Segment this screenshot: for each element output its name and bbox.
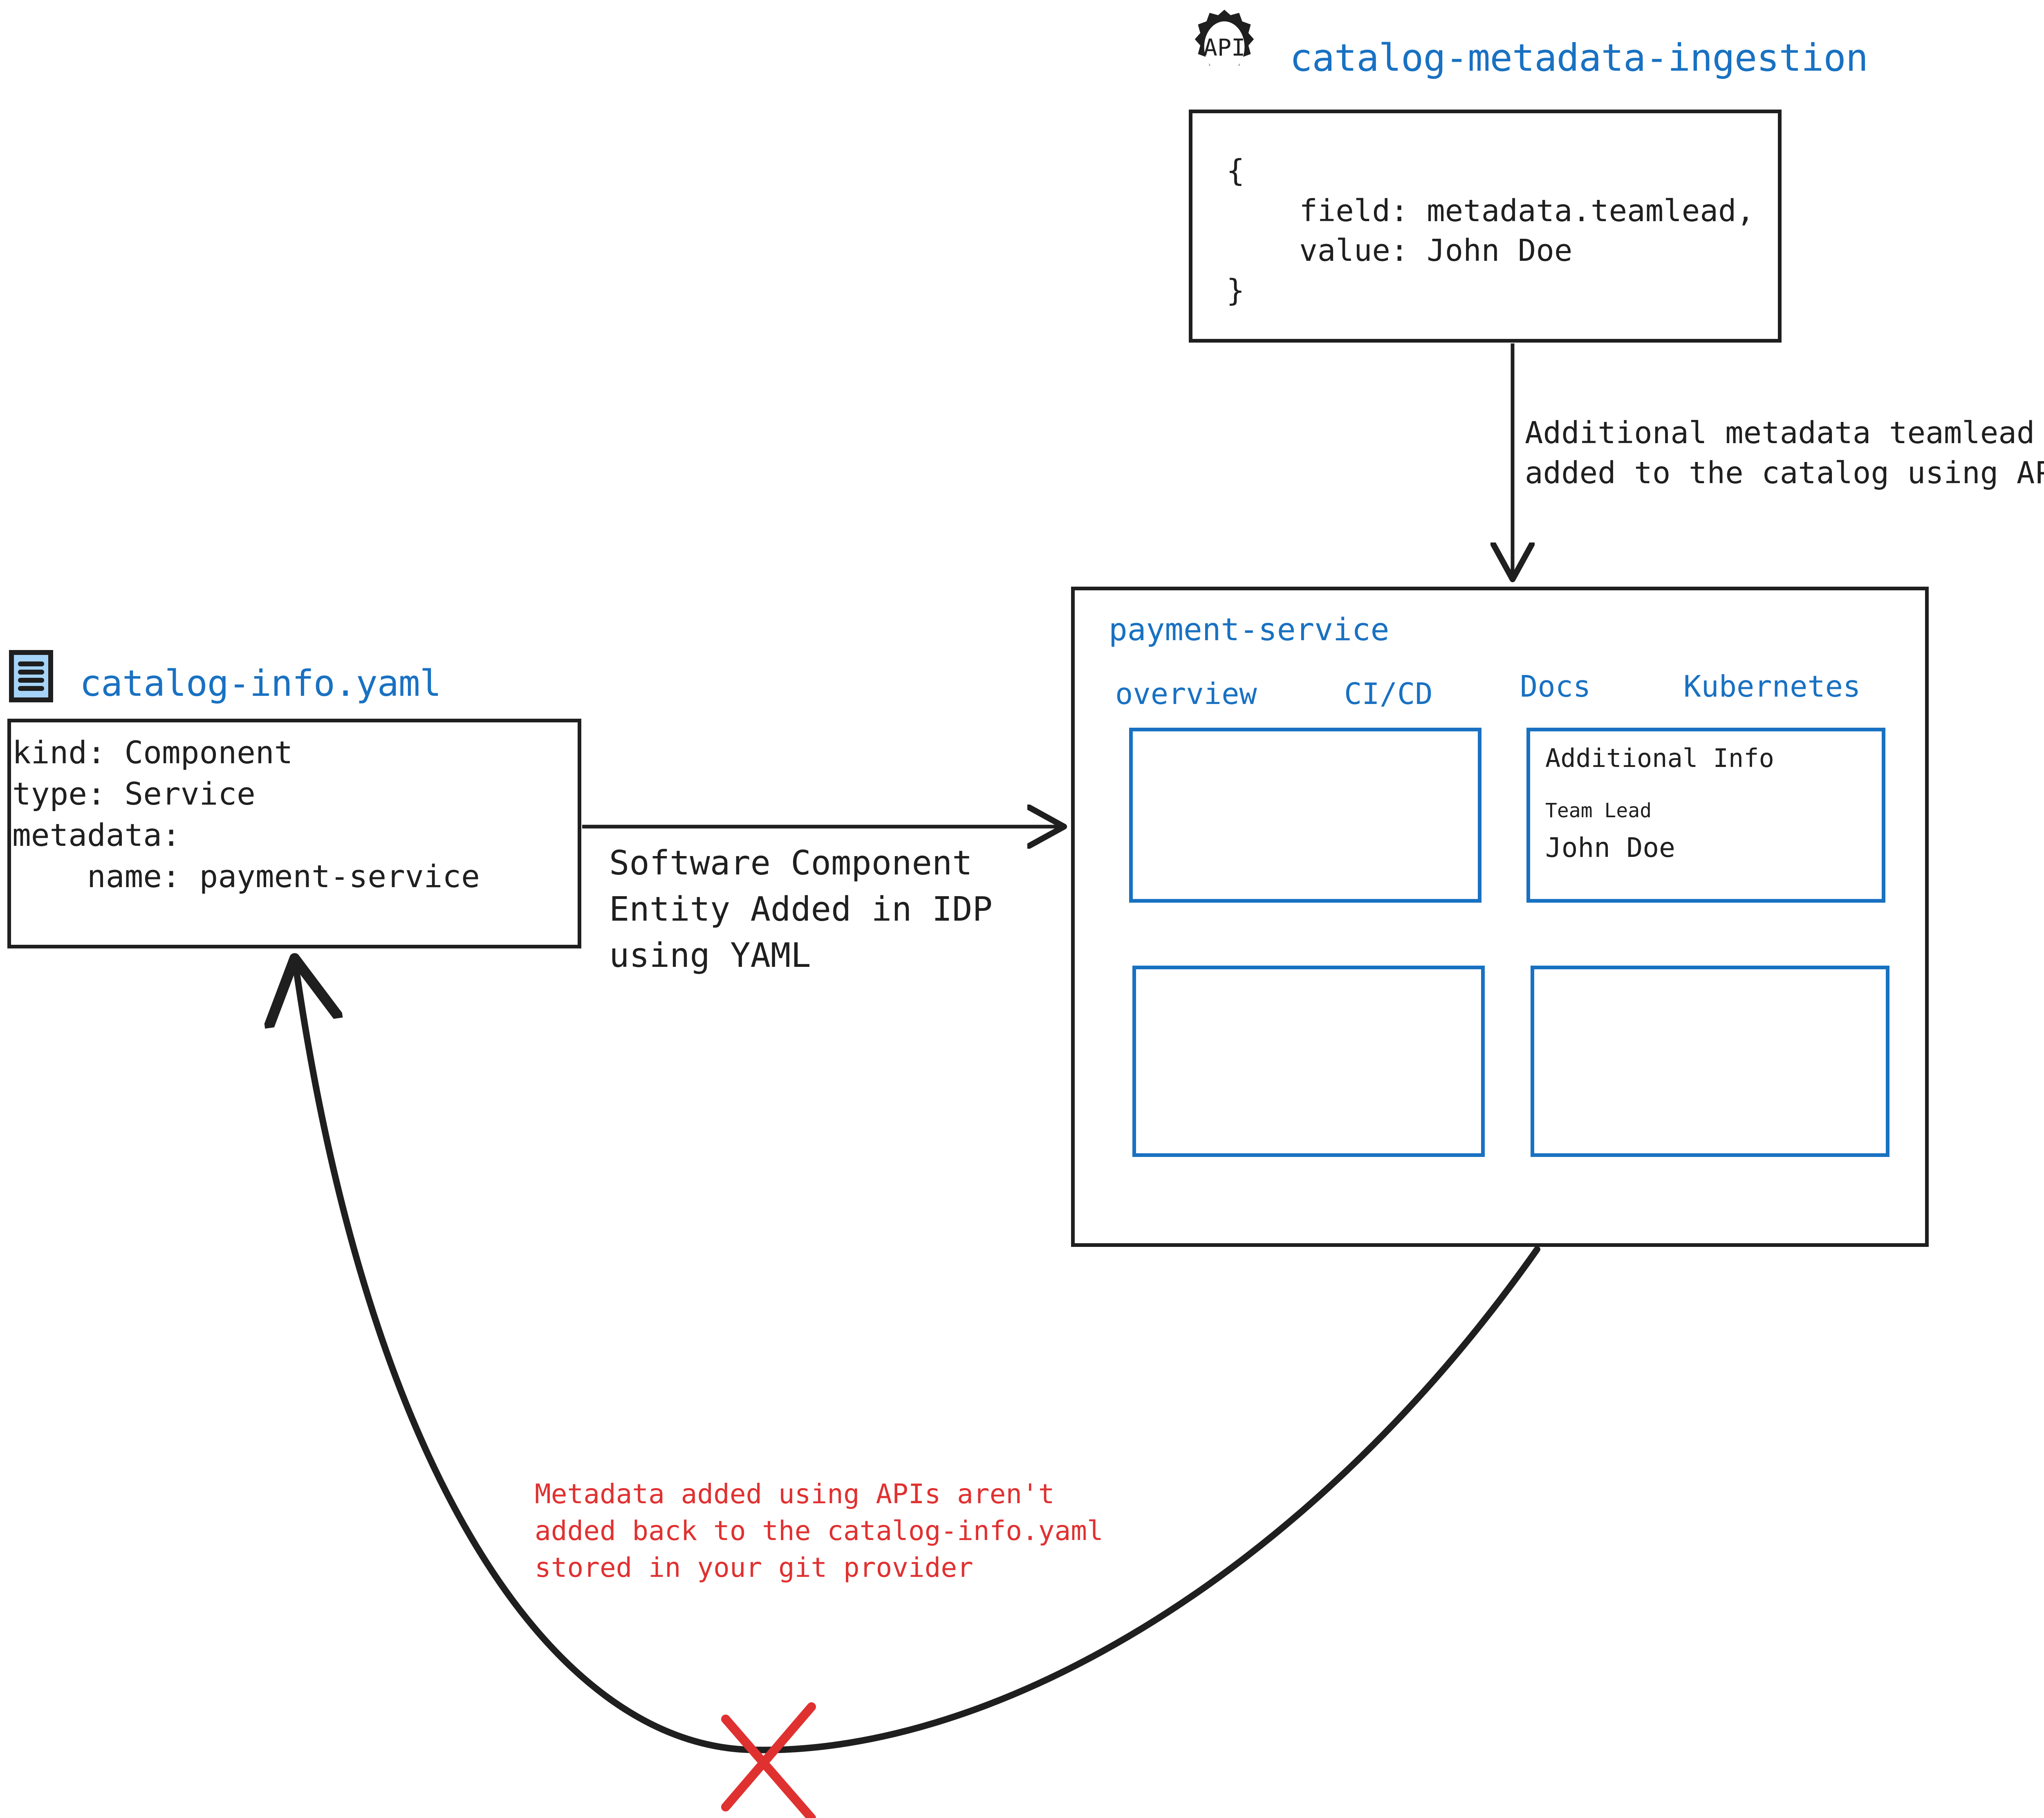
tab-docs[interactable]: Docs: [1520, 669, 1591, 704]
widget-overview-card[interactable]: [1129, 728, 1481, 903]
yaml-file-title: catalog-info.yaml: [80, 662, 442, 704]
api-gear-icon: API: [1186, 8, 1263, 86]
widget-bottom-left-card[interactable]: [1132, 966, 1485, 1157]
api-edge-label: Additional metadata teamlead added to th…: [1525, 415, 2044, 491]
warning-note: Metadata added using APIs aren't added b…: [535, 1478, 1103, 1583]
tab-overview[interactable]: overview: [1115, 677, 1257, 711]
service-panel-title: payment-service: [1109, 611, 1390, 648]
yaml-content-box: [7, 719, 581, 948]
yaml-content-code: kind: Component type: Service metadata: …: [12, 734, 480, 895]
tab-kubernetes[interactable]: Kubernetes: [1683, 669, 1861, 704]
yaml-edge-label: Software Component Entity Added in IDP u…: [609, 844, 993, 975]
widget-additional-info-card[interactable]: [1526, 728, 1885, 903]
tab-cicd[interactable]: CI/CD: [1344, 677, 1433, 711]
team-lead-value: John Doe: [1545, 832, 1675, 863]
svg-text:API: API: [1204, 34, 1246, 61]
yaml-file-icon: [9, 650, 53, 702]
api-source-title: catalog-metadata-ingestion: [1290, 36, 1868, 80]
team-lead-label: Team Lead: [1545, 799, 1652, 822]
red-x-icon: [721, 1702, 816, 1818]
api-payload-box: [1189, 110, 1782, 343]
additional-info-heading: Additional Info: [1545, 743, 1774, 773]
api-payload-code: { field: metadata.teamlead, value: John …: [1226, 153, 1755, 309]
widget-bottom-right-card[interactable]: [1531, 966, 1889, 1157]
